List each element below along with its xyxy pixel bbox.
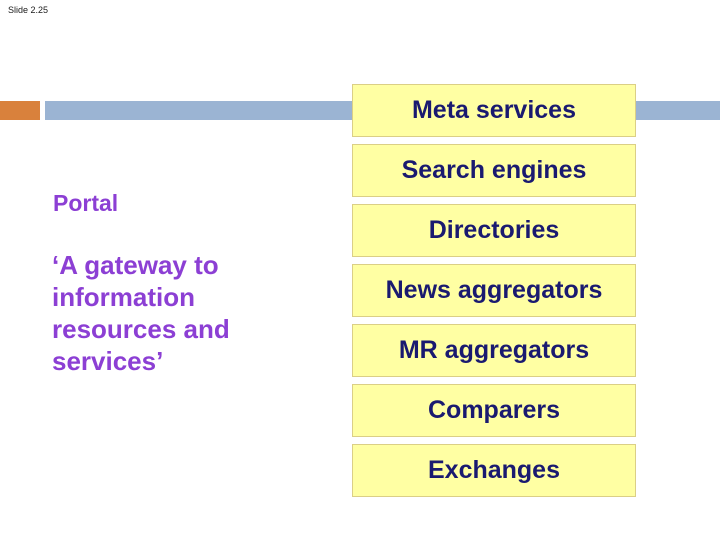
box-news-aggregators: News aggregators: [352, 264, 636, 317]
box-meta-services: Meta services: [352, 84, 636, 137]
box-mr-aggregators: MR aggregators: [352, 324, 636, 377]
box-exchanges: Exchanges: [352, 444, 636, 497]
accent-bar-orange-segment: [0, 101, 40, 120]
portal-heading: Portal: [53, 190, 119, 216]
portal-definition-quote: ‘A gateway to information resources and …: [52, 250, 230, 376]
slide-number-label: Slide 2.25: [8, 5, 49, 15]
box-comparers: Comparers: [352, 384, 636, 437]
box-search-engines: Search engines: [352, 144, 636, 197]
box-directories: Directories: [352, 204, 636, 257]
